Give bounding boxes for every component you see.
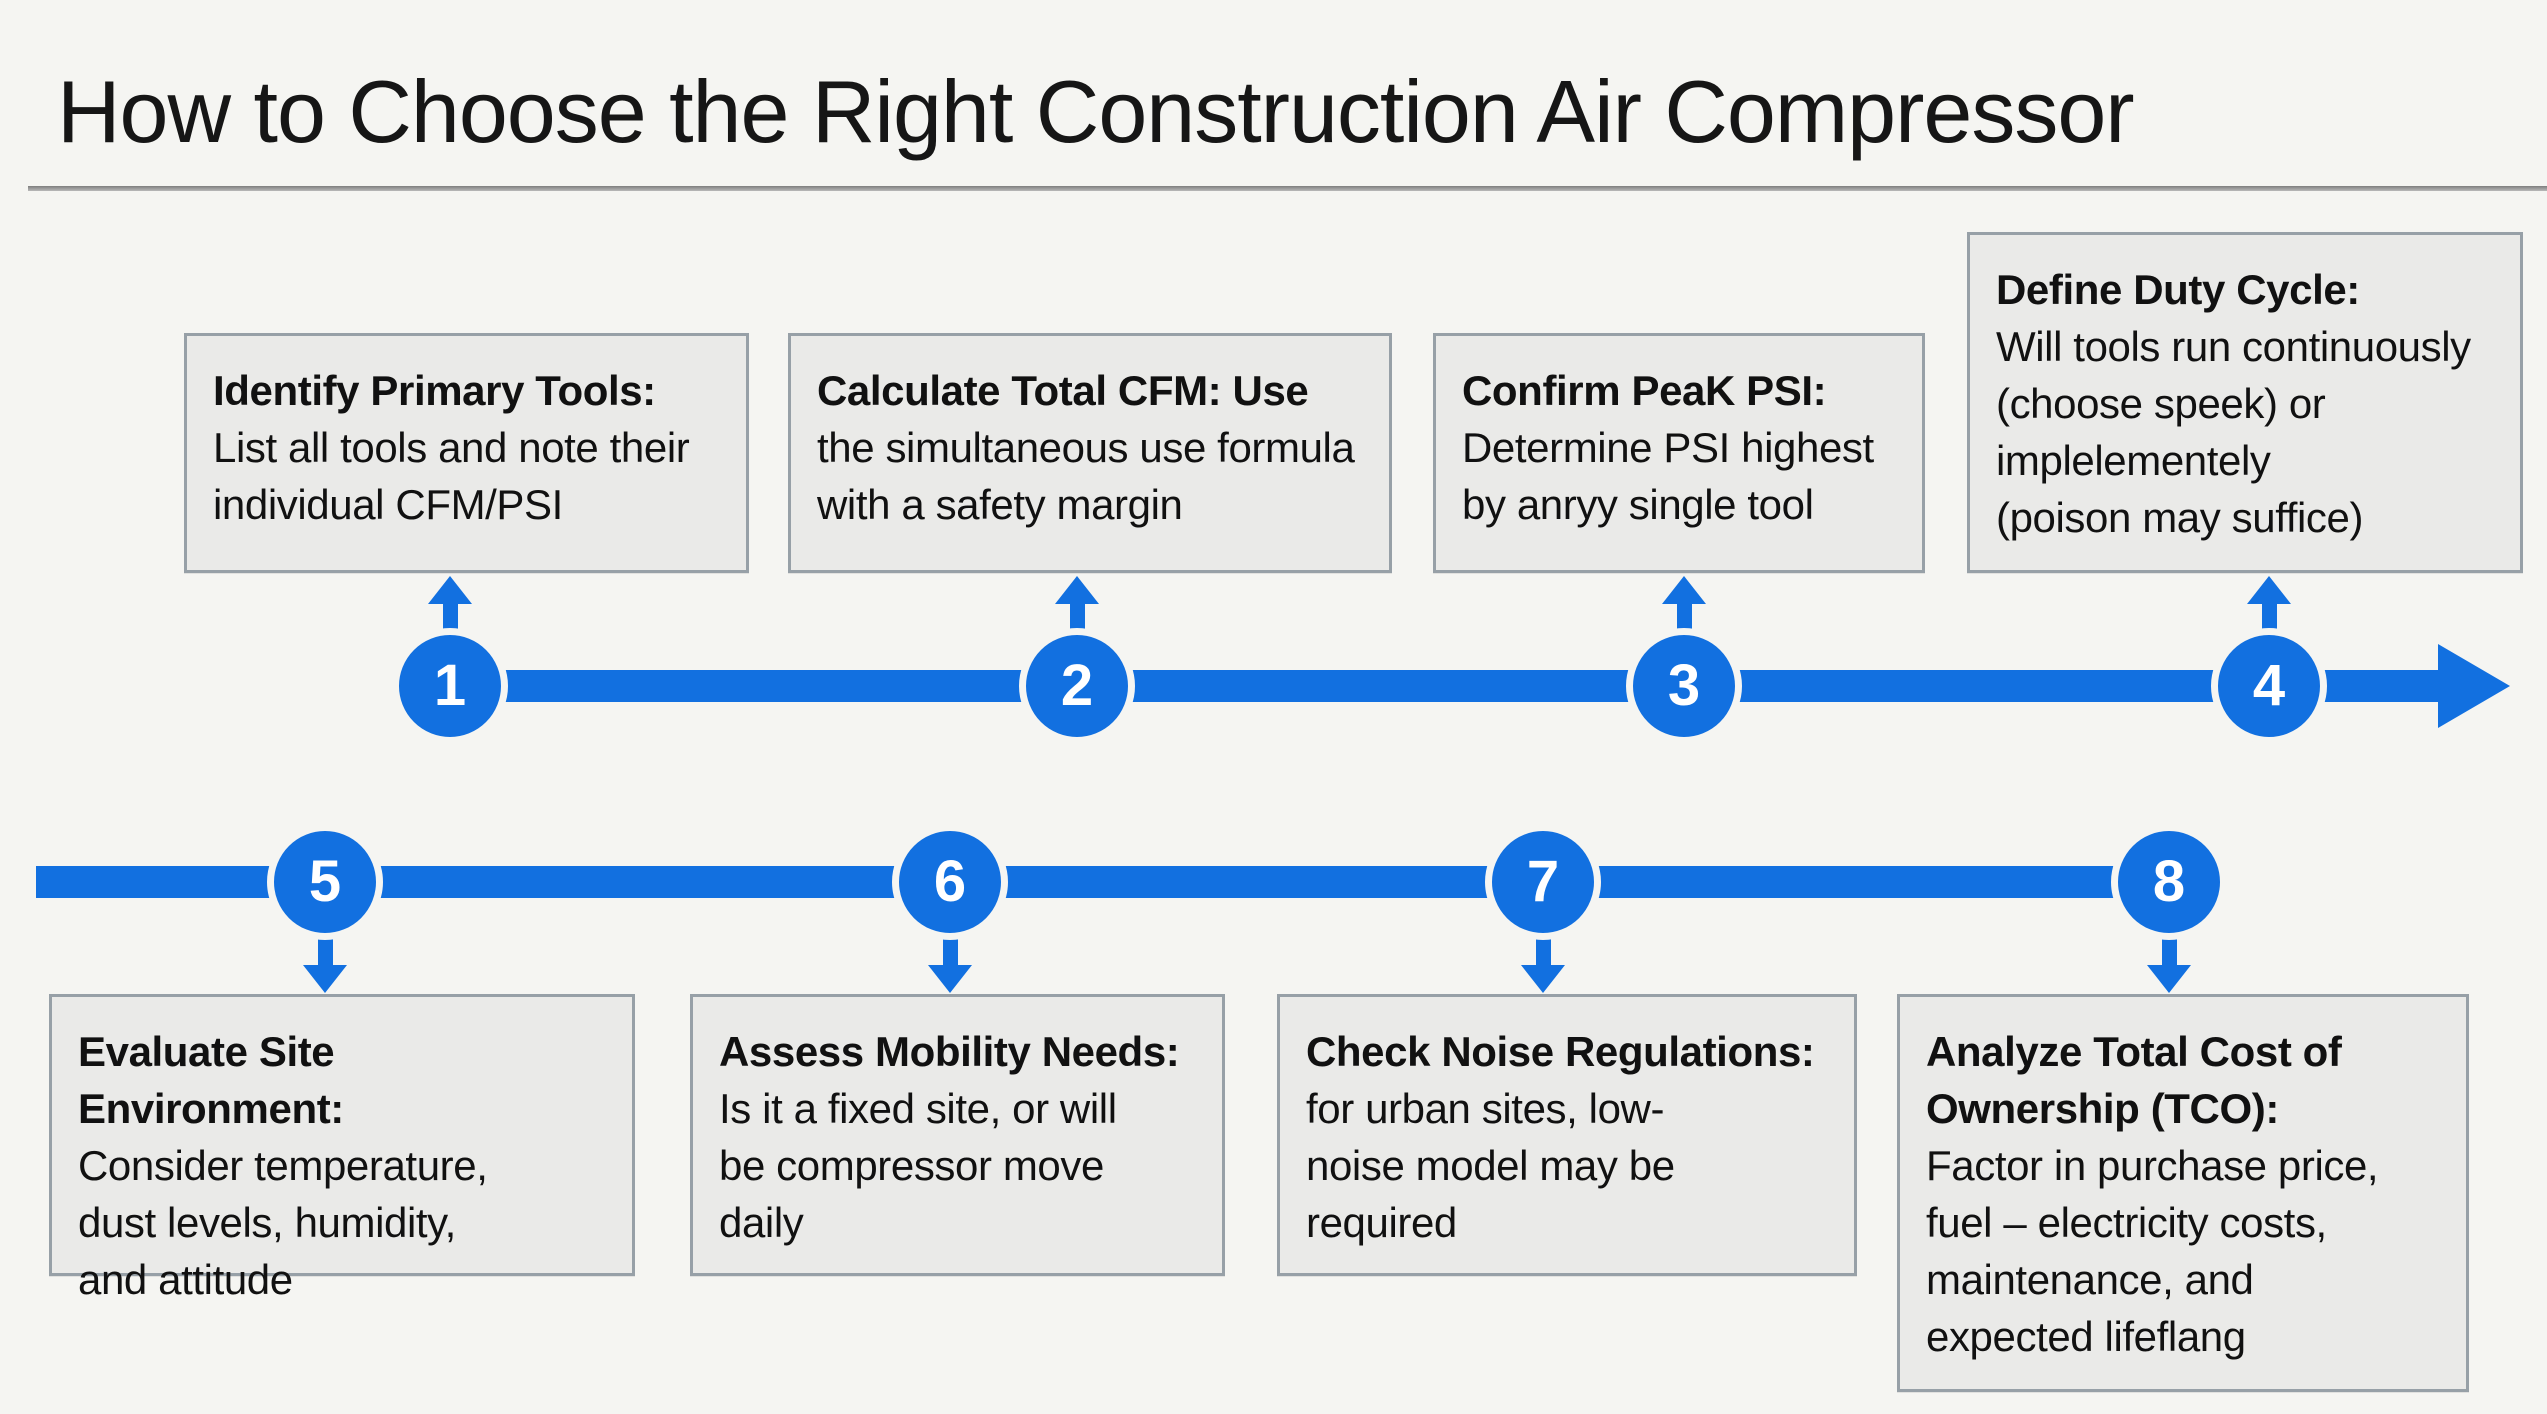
step-body-7: for urban sites, low- noise model may be… <box>1306 1085 1675 1246</box>
step-marker-4: 4 <box>2211 628 2327 744</box>
step-number-1: 1 <box>433 653 467 718</box>
step-box-2: Calculate Total CFM: Use the simultaneou… <box>788 333 1392 573</box>
step-heading-3: Confirm PeaK PSI: <box>1462 367 1827 414</box>
step-number-8: 8 <box>2152 849 2186 914</box>
arrow-down-icon-5 <box>303 938 347 993</box>
step-heading-7: Check Noise Regulations: <box>1306 1028 1815 1075</box>
page-title: How to Choose the Right Construction Air… <box>57 62 2135 161</box>
step-body-2: the simultaneous use formula with a safe… <box>817 424 1355 528</box>
step-box-8: Analyze Total Cost of Ownership (TCO): F… <box>1897 994 2469 1392</box>
step-number-6: 6 <box>933 849 967 914</box>
step-box-7: Check Noise Regulations: for urban sites… <box>1277 994 1857 1276</box>
step-box-3: Confirm PeaK PSI: Determine PSI highest … <box>1433 333 1925 573</box>
step-body-1: List all tools and note their individual… <box>213 424 690 528</box>
step-body-3: Determine PSI highest by anryy single to… <box>1462 424 1874 528</box>
title-divider <box>28 186 2547 191</box>
step-heading-8: Analyze Total Cost of Ownership (TCO): <box>1926 1028 2342 1132</box>
step-number-3: 3 <box>1667 653 1701 718</box>
step-heading-6: Assess Mobility Needs: <box>719 1028 1180 1075</box>
step-number-2: 2 <box>1060 653 1094 718</box>
timeline-arrowhead-icon <box>2438 644 2510 728</box>
step-marker-3: 3 <box>1626 628 1742 744</box>
step-marker-1: 1 <box>392 628 508 744</box>
step-marker-8: 8 <box>2111 824 2227 940</box>
step-heading-5: Evaluate Site Environment: <box>78 1028 344 1132</box>
arrow-down-icon-8 <box>2147 938 2191 993</box>
step-number-4: 4 <box>2252 653 2286 718</box>
step-marker-6: 6 <box>892 824 1008 940</box>
step-marker-5: 5 <box>267 824 383 940</box>
arrow-up-icon-2 <box>1055 576 1099 635</box>
step-marker-7: 7 <box>1485 824 1601 940</box>
arrow-up-icon-4 <box>2247 576 2291 635</box>
step-box-1: Identify Primary Tools: List all tools a… <box>184 333 749 573</box>
step-marker-2: 2 <box>1019 628 1135 744</box>
step-body-6: Is it a fixed site, or will be compresso… <box>719 1085 1117 1246</box>
step-heading-4: Define Duty Cycle: <box>1996 266 2360 313</box>
step-box-6: Assess Mobility Needs: Is it a fixed sit… <box>690 994 1225 1276</box>
arrow-down-icon-6 <box>928 938 972 993</box>
step-box-5: Evaluate Site Environment: Consider temp… <box>49 994 635 1303</box>
arrow-up-icon-1 <box>428 576 472 635</box>
step-heading-2: Calculate Total CFM: Use <box>817 367 1309 414</box>
step-body-4: Will tools run continuously (choose spee… <box>1996 323 2471 541</box>
step-body-5: Consider temperature, dust levels, humid… <box>78 1142 488 1303</box>
arrow-up-icon-3 <box>1662 576 1706 635</box>
step-number-7: 7 <box>1526 849 1560 914</box>
step-number-5: 5 <box>308 849 342 914</box>
step-box-4: Define Duty Cycle: Will tools run contin… <box>1967 232 2523 573</box>
arrow-down-icon-7 <box>1521 938 1565 993</box>
step-body-8: Factor in purchase price, fuel – electri… <box>1926 1142 2379 1360</box>
timeline-bar-top <box>450 670 2444 702</box>
timeline-bar-bottom <box>36 866 2169 898</box>
step-heading-1: Identify Primary Tools: <box>213 367 656 414</box>
